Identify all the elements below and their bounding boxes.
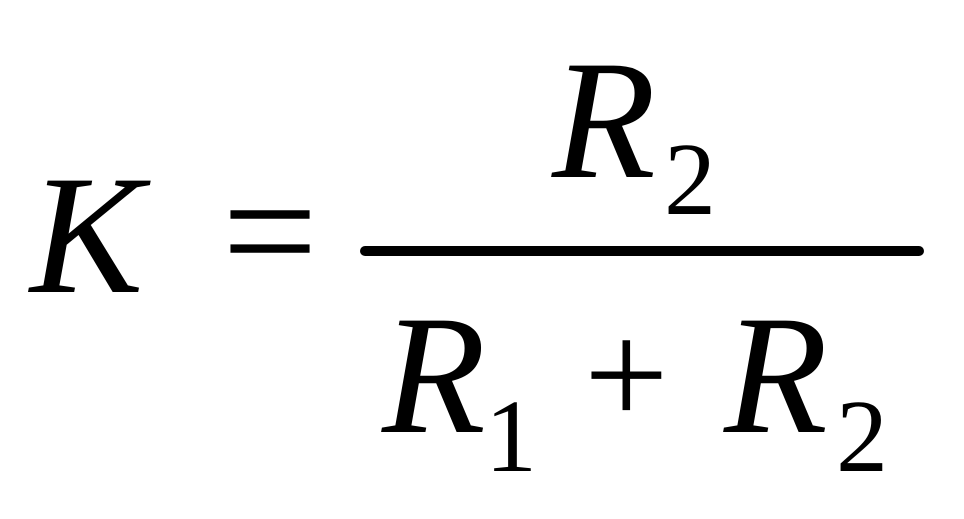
numerator-subscript: 2 [664,122,716,237]
denominator-term1-subscript: 1 [485,379,537,494]
equals-sign: = [222,137,318,325]
fraction-bar [360,246,924,256]
denominator-term1-variable: R [382,281,486,469]
denominator-term2-subscript: 2 [836,379,888,494]
numerator-variable: R [552,26,656,214]
lhs-variable-k: K [30,141,144,329]
plus-sign: + [584,292,669,458]
denominator-term2-variable: R [724,281,828,469]
